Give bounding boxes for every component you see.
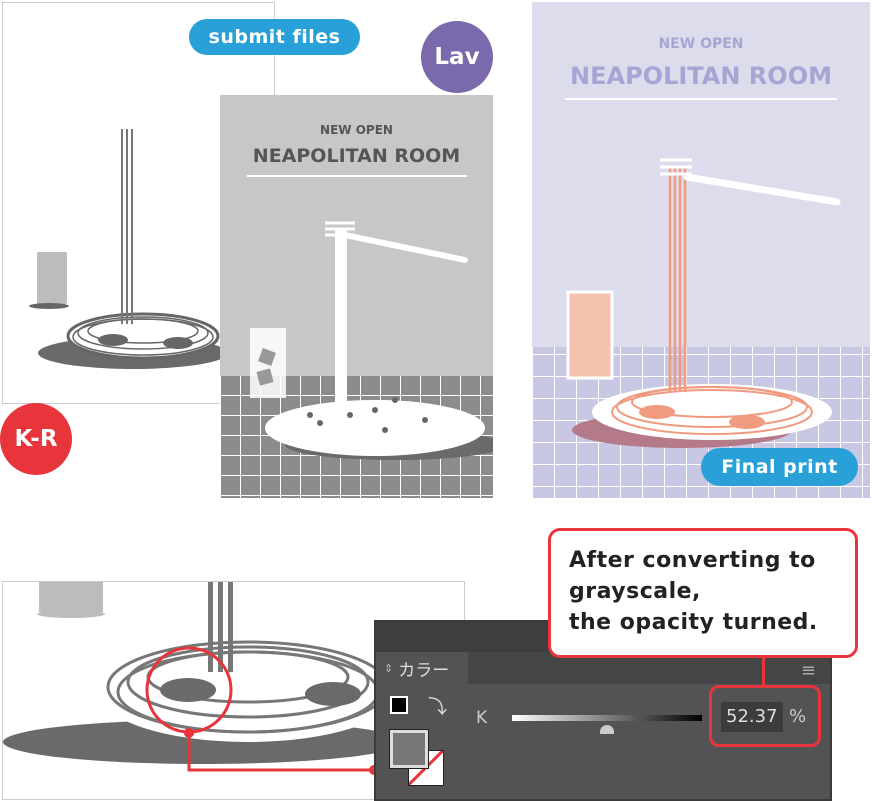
spaghetti-illustration-final [532,158,870,498]
callout-connector [762,656,765,686]
color-tab[interactable]: ⇕ カラー [376,652,468,684]
fill-swatch[interactable] [390,730,428,768]
percent-unit: % [789,706,807,727]
poster-subtitle: NEW OPEN [320,123,393,137]
callout-line-3: the opacity turned. [569,610,818,635]
final-print-panel: NEW OPEN NEAPOLITAN ROOM [532,2,870,498]
color-tab-label: カラー [398,660,450,681]
poster-title: NEAPOLITAN ROOM [252,145,461,167]
k-value-input[interactable]: 52.37 [721,702,783,732]
default-colors-icon[interactable] [390,696,408,714]
value-highlight-box [709,685,821,747]
lav-panel: NEW OPEN NEAPOLITAN ROOM [220,95,493,498]
final-print-badge: Final print [701,448,858,486]
callout-box: After converting to grayscale, the opaci… [548,528,858,658]
collapse-arrows-icon: ⇕ [384,661,394,675]
spaghetti-illustration-grayscale [29,129,228,369]
callout-line-1: After converting to [569,548,816,573]
k-channel-label: K [476,708,488,728]
swap-colors-icon[interactable]: ⤵ [428,696,448,718]
k-slider-handle[interactable] [600,725,614,734]
lav-badge: Lav [421,21,493,93]
title-underline [247,175,467,177]
title-underline-final [565,98,837,100]
poster-title-final: NEAPOLITAN ROOM [570,62,832,90]
submit-files-badge: submit files [189,19,360,55]
spaghetti-illustration-lav [220,221,493,498]
callout-line-2: grayscale, [569,579,701,604]
panel-menu-icon[interactable]: ≡ [800,660,816,681]
k-r-badge: K-R [0,403,72,475]
poster-subtitle-final: NEW OPEN [658,36,744,52]
k-slider-track[interactable] [512,715,702,721]
